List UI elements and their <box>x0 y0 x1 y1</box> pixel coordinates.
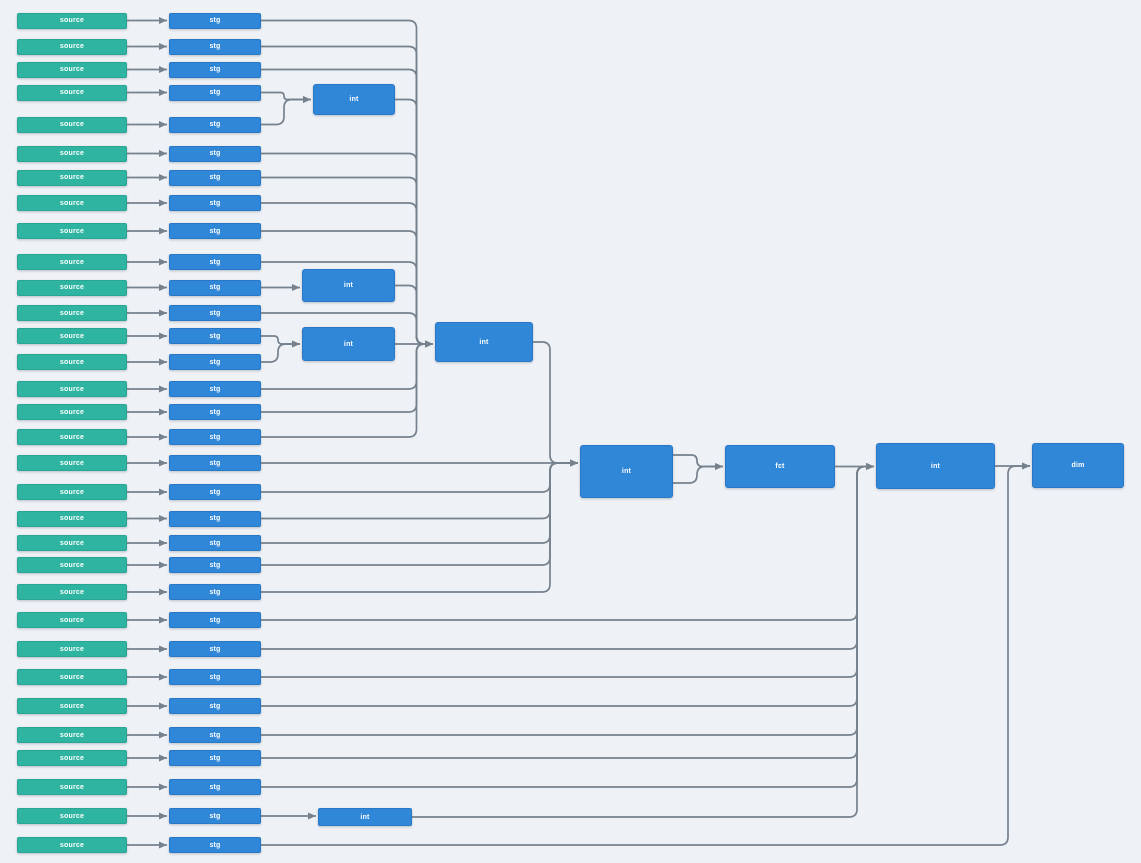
edge <box>412 463 874 818</box>
edge <box>261 462 1030 846</box>
edge <box>261 459 578 544</box>
staging-node[interactable]: stg <box>169 12 261 29</box>
source-node[interactable]: source <box>17 12 127 29</box>
edge <box>261 91 311 103</box>
staging-node[interactable]: stg <box>169 169 261 186</box>
staging-node[interactable]: stg <box>169 669 261 685</box>
staging-node[interactable]: stg <box>169 254 261 270</box>
source-node[interactable]: source <box>17 195 127 211</box>
source-node[interactable]: source <box>17 145 127 162</box>
staging-node[interactable]: stg <box>169 837 261 853</box>
source-node[interactable]: source <box>17 279 127 296</box>
edge <box>261 463 874 759</box>
source-node[interactable]: source <box>17 404 127 420</box>
source-node[interactable]: source <box>17 557 127 573</box>
staging-node[interactable]: stg <box>169 354 261 370</box>
source-node[interactable]: source <box>17 61 127 78</box>
source-node[interactable]: source <box>17 612 127 628</box>
edge <box>395 98 433 348</box>
source-node[interactable]: source <box>17 837 127 853</box>
source-node[interactable]: source <box>17 750 127 766</box>
edge <box>261 463 874 678</box>
source-node[interactable]: source <box>17 698 127 714</box>
source-node[interactable]: source <box>17 354 127 370</box>
staging-node[interactable]: stg <box>169 305 261 321</box>
staging-node[interactable]: stg <box>169 612 261 628</box>
staging-node[interactable]: stg <box>169 279 261 296</box>
source-node[interactable]: source <box>17 429 127 445</box>
staging-node[interactable]: stg <box>169 84 261 101</box>
staging-node[interactable]: stg <box>169 145 261 162</box>
staging-node[interactable]: stg <box>169 727 261 743</box>
edge <box>261 335 300 348</box>
staging-node[interactable]: stg <box>169 584 261 600</box>
edge <box>261 459 578 520</box>
staging-node[interactable]: stg <box>169 808 261 824</box>
staging-node[interactable]: stg <box>169 557 261 573</box>
edge <box>261 459 578 566</box>
source-node[interactable]: source <box>17 808 127 824</box>
source-node[interactable]: source <box>17 116 127 133</box>
source-node[interactable]: source <box>17 254 127 270</box>
staging-node[interactable]: stg <box>169 779 261 795</box>
staging-node[interactable]: stg <box>169 223 261 239</box>
intermediate-node[interactable]: int <box>580 445 673 498</box>
intermediate-node[interactable]: int <box>318 808 412 826</box>
staging-node[interactable]: stg <box>169 698 261 714</box>
intermediate-node[interactable]: int <box>435 322 533 362</box>
staging-node[interactable]: stg <box>169 510 261 527</box>
staging-node[interactable]: stg <box>169 535 261 551</box>
staging-node[interactable]: stg <box>169 328 261 344</box>
source-node[interactable]: source <box>17 305 127 321</box>
edge <box>261 152 433 348</box>
edge <box>261 463 874 788</box>
dimension-node[interactable]: dim <box>1032 443 1124 488</box>
staging-node[interactable]: stg <box>169 381 261 397</box>
intermediate-node[interactable]: int <box>302 269 395 302</box>
source-node[interactable]: source <box>17 328 127 344</box>
edge <box>673 463 723 484</box>
staging-node[interactable]: stg <box>169 455 261 471</box>
source-node[interactable]: source <box>17 484 127 500</box>
intermediate-node[interactable]: int <box>302 327 395 361</box>
edge <box>261 340 433 438</box>
edge <box>261 463 874 707</box>
edge <box>261 96 311 126</box>
source-node[interactable]: source <box>17 727 127 743</box>
staging-node[interactable]: stg <box>169 484 261 500</box>
source-node[interactable]: source <box>17 535 127 551</box>
source-node[interactable]: source <box>17 381 127 397</box>
source-node[interactable]: source <box>17 223 127 239</box>
staging-node[interactable]: stg <box>169 641 261 657</box>
staging-node[interactable]: stg <box>169 195 261 211</box>
intermediate-node[interactable]: int <box>876 443 995 489</box>
fact-node[interactable]: fct <box>725 445 835 488</box>
edge <box>261 463 874 736</box>
source-node[interactable]: source <box>17 84 127 101</box>
source-node[interactable]: source <box>17 38 127 55</box>
edge <box>673 454 723 470</box>
source-node[interactable]: source <box>17 455 127 471</box>
intermediate-node[interactable]: int <box>313 84 395 115</box>
source-node[interactable]: source <box>17 669 127 685</box>
source-node[interactable]: source <box>17 169 127 186</box>
source-node[interactable]: source <box>17 584 127 600</box>
source-node[interactable]: source <box>17 779 127 795</box>
staging-node[interactable]: stg <box>169 116 261 133</box>
edge <box>261 463 874 650</box>
edge <box>261 340 300 363</box>
source-node[interactable]: source <box>17 641 127 657</box>
source-node[interactable]: source <box>17 510 127 527</box>
staging-node[interactable]: stg <box>169 38 261 55</box>
edge <box>261 459 578 493</box>
staging-node[interactable]: stg <box>169 61 261 78</box>
edge <box>533 341 578 467</box>
edge <box>261 459 578 593</box>
staging-node[interactable]: stg <box>169 750 261 766</box>
staging-node[interactable]: stg <box>169 429 261 445</box>
staging-node[interactable]: stg <box>169 404 261 420</box>
